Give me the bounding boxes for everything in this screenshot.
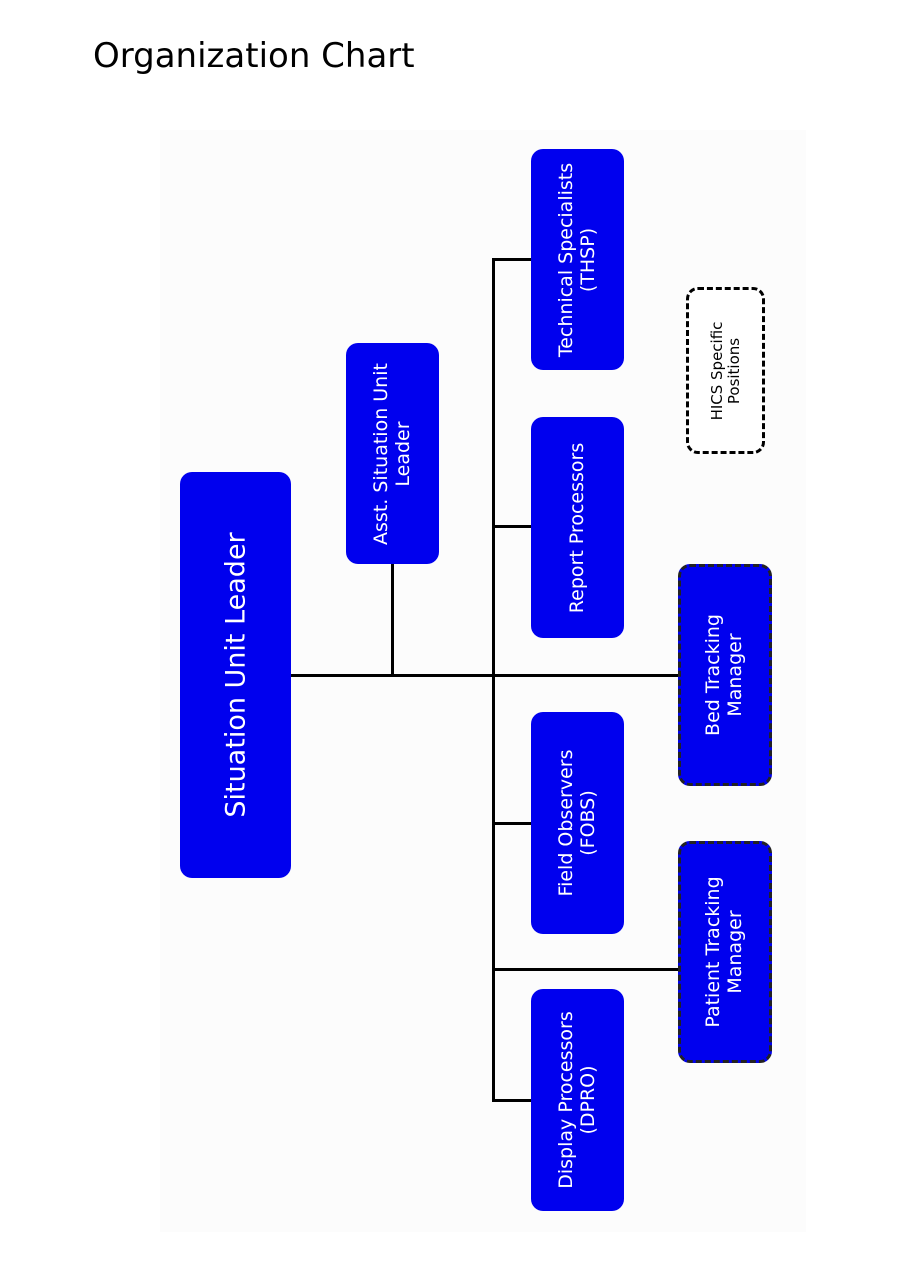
connector-assistant-vertical <box>391 562 394 675</box>
node-label-line2: (THSP) <box>576 227 599 292</box>
node-display-processors[interactable]: Display Processors (DPRO) <box>531 989 624 1211</box>
node-asst-situation-unit-leader[interactable]: Asst. Situation Unit Leader <box>346 343 439 564</box>
node-label-line1: Asst. Situation Unit <box>369 362 392 545</box>
node-patient-tracking-manager[interactable]: Patient Tracking Manager <box>678 841 772 1063</box>
node-label-line1: Field Observers <box>554 749 577 897</box>
node-label: Report Processors <box>565 442 588 613</box>
connector-trunk-vertical <box>492 258 495 1101</box>
node-label-line2: (DPRO) <box>576 1065 599 1135</box>
node-label-line2: Leader <box>391 420 414 487</box>
node-report-processors[interactable]: Report Processors <box>531 417 624 638</box>
node-label-line1: Patient Tracking <box>702 876 725 1028</box>
connector-branch-report-processors <box>492 525 532 528</box>
legend-label-line2: Positions <box>724 337 743 404</box>
node-bed-tracking-manager[interactable]: Bed Tracking Manager <box>678 564 772 786</box>
node-label-line2: Manager <box>724 633 746 717</box>
connector-branch-technical-specialists <box>492 258 532 261</box>
node-label-line1: Technical Specialists <box>554 162 577 357</box>
connector-branch-field-observers <box>492 822 532 825</box>
connector-main-horizontal <box>290 674 680 677</box>
node-label-line1: Display Processors <box>554 1011 577 1189</box>
node-label-line2: Manager <box>724 910 746 994</box>
legend-hics-specific-positions: HICS Specific Positions <box>686 287 765 454</box>
node-label-line2: (FOBS) <box>576 790 599 856</box>
node-label: Situation Unit Leader <box>219 532 251 818</box>
legend-label-line1: HICS Specific <box>707 321 726 420</box>
node-field-observers[interactable]: Field Observers (FOBS) <box>531 712 624 934</box>
node-label-line1: Bed Tracking <box>702 614 725 736</box>
page-title: Organization Chart <box>93 36 415 76</box>
node-situation-unit-leader[interactable]: Situation Unit Leader <box>180 472 291 878</box>
connector-branch-patient-tracking <box>492 968 680 971</box>
node-technical-specialists[interactable]: Technical Specialists (THSP) <box>531 149 624 370</box>
connector-branch-display-processors <box>492 1099 532 1102</box>
